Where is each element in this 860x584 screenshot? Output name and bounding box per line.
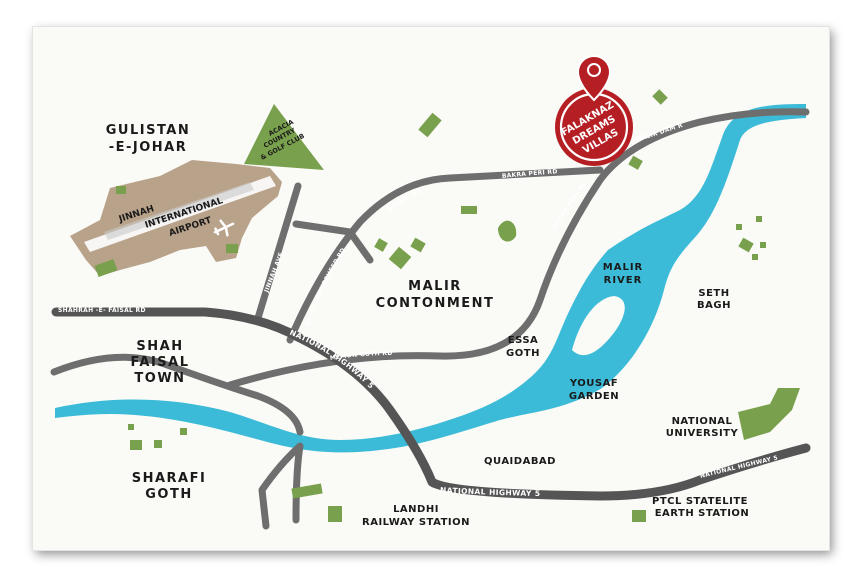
area-labels: GULISTAN -E-JOHAR MALIR CONTONMENT SHAH … [106, 123, 750, 528]
map-pin-icon[interactable] [576, 55, 612, 102]
label-malir-2: CONTONMENT [376, 296, 495, 311]
green-patches [128, 89, 800, 522]
label-ptcl-1: PTCL STATELITE [652, 496, 748, 507]
label-yousaf-garden-2: GARDEN [569, 391, 619, 402]
label-essa-goth-2: GOTH [506, 348, 540, 359]
highways [51, 307, 811, 501]
label-malir-river-2: RIVER [604, 275, 643, 286]
road-label-bakra-peri-1: BAKRA PERI RD [502, 168, 558, 180]
label-malir-1: MALIR [408, 279, 462, 294]
label-gulistan-2: -E-JOHAR [109, 140, 188, 155]
road-label-shahrah-e-faisal: SHAHRAH -E- FAISAL RD [58, 307, 146, 314]
road-label-memon-goth: MEMON GOTH RD [329, 350, 392, 362]
label-essa-goth-1: ESSA [508, 335, 539, 346]
road-label-begum-khursheed: BEGUM KHURSHEED RD [304, 247, 347, 327]
airplane-icon [213, 219, 235, 237]
malir-river [55, 104, 806, 453]
label-malir-river-1: MALIR [603, 262, 643, 273]
label-shah-faisal-1: SHAH [136, 339, 183, 354]
label-gulistan-1: GULISTAN [106, 123, 191, 138]
label-landhi-2: RAILWAY STATION [362, 517, 470, 528]
label-national-university-2: UNIVERSITY [666, 428, 739, 439]
road-label-national-highway-3: NATIONAL HIGHWAY 5 [699, 454, 778, 479]
road-label-national-highway-2: NATIONAL HIGHWAY 5 [440, 486, 541, 499]
map-card [33, 27, 829, 550]
label-sharafi-2: GOTH [145, 487, 192, 502]
label-sharafi-1: SHARAFI [132, 471, 207, 486]
location-marker[interactable]: FALAKNAZ DREAMS VILLAS [555, 55, 633, 166]
label-seth-bagh-1: SETH [698, 288, 729, 299]
label-landhi-1: LANDHI [393, 504, 439, 515]
jinnah-airport: JINNAH INTERNATIONAL AIRPORT [70, 160, 282, 278]
label-shah-faisal-2: FAISAL [131, 355, 190, 370]
label-quaidabad: QUAIDABAD [484, 456, 556, 467]
acacia-golf-club: ACACIA COUNTRY & GOLF CLUB [244, 104, 324, 170]
marker-circle[interactable] [555, 88, 633, 166]
label-national-university-1: NATIONAL [672, 416, 733, 427]
label-seth-bagh-2: BAGH [697, 300, 731, 311]
label-shah-faisal-3: TOWN [134, 371, 185, 386]
label-yousaf-garden-1: YOUSAF [569, 378, 618, 389]
label-ptcl-2: EARTH STATION [655, 508, 750, 519]
